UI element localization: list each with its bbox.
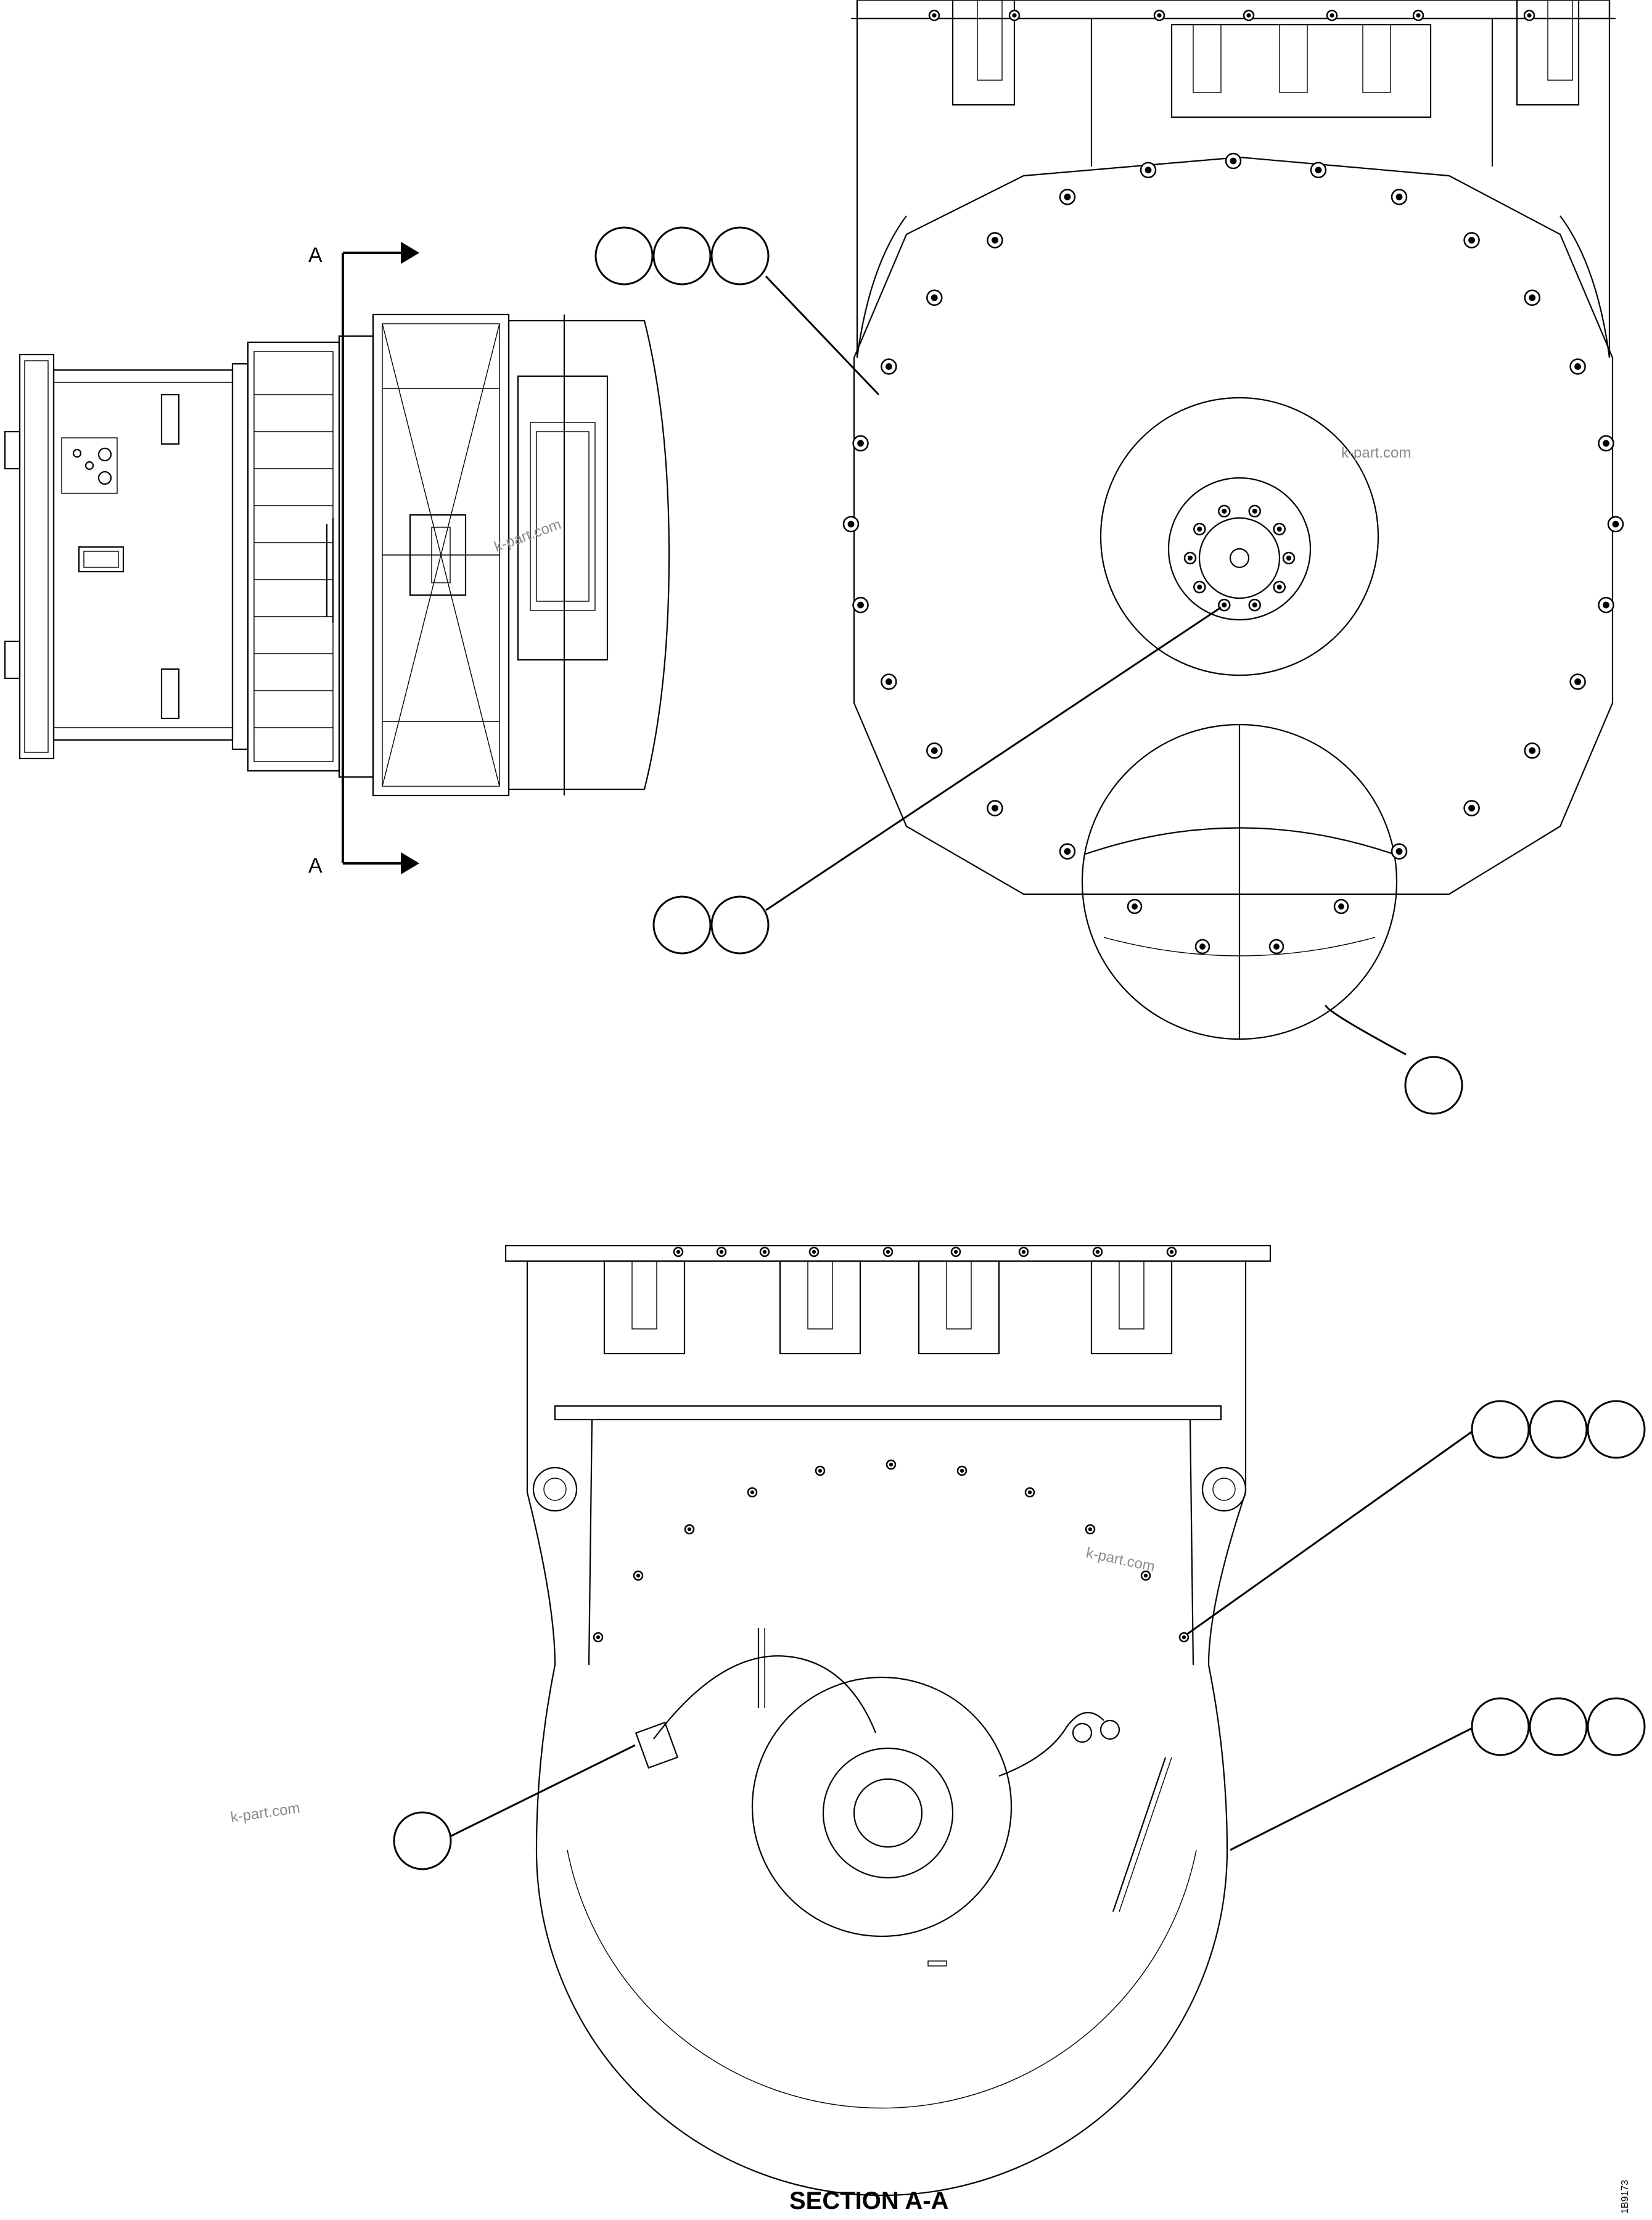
bolt-hole-center bbox=[889, 1462, 894, 1467]
bolt-hole-center bbox=[1273, 944, 1280, 950]
bolt-hole-center bbox=[1603, 601, 1609, 609]
bolt-hole-center bbox=[1529, 294, 1536, 302]
bolt-hole-center bbox=[1027, 1490, 1032, 1495]
bolt-hole-center bbox=[1064, 193, 1071, 200]
bolt-hole-center bbox=[676, 1249, 681, 1254]
bolt-hole-center bbox=[1187, 555, 1193, 561]
bolt-hole-center bbox=[812, 1249, 816, 1254]
callout-balloon bbox=[1404, 1056, 1463, 1115]
bolt-hole-center bbox=[1197, 526, 1202, 532]
callout-balloon bbox=[1529, 1697, 1588, 1756]
bolt-hole-center bbox=[931, 294, 938, 302]
bolt-hole-center bbox=[1286, 555, 1292, 561]
bolt-hole-center bbox=[1468, 237, 1475, 244]
bolt-hole-center bbox=[1132, 903, 1138, 910]
callout-balloon bbox=[1471, 1400, 1530, 1459]
bolt-hole-center bbox=[1143, 1573, 1148, 1578]
front-view bbox=[851, 0, 1616, 1040]
side-view bbox=[4, 313, 670, 797]
bolt-hole-center bbox=[1246, 13, 1251, 18]
bolt-hole-center bbox=[1064, 848, 1071, 855]
bolt-hole-center bbox=[687, 1527, 692, 1532]
bolt-hole-center bbox=[750, 1490, 755, 1495]
bolt-hole-center bbox=[1338, 903, 1344, 910]
bolt-hole-center bbox=[885, 678, 892, 685]
bolt-hole-center bbox=[847, 520, 855, 528]
watermark: k-part.com bbox=[1085, 1544, 1156, 1575]
bolt-hole-center bbox=[1529, 747, 1536, 754]
callout-balloon bbox=[710, 895, 770, 955]
callout-balloon bbox=[594, 226, 654, 286]
callout-balloon bbox=[393, 1811, 452, 1870]
bolt-hole-center bbox=[1527, 13, 1532, 18]
section-line-aa: A A bbox=[308, 242, 419, 878]
bolt-hole-center bbox=[1603, 440, 1609, 447]
bolt-hole-center bbox=[1315, 166, 1322, 174]
bolt-hole-center bbox=[1230, 157, 1237, 165]
bolt-hole-center bbox=[596, 1635, 601, 1640]
bolt-hole-center bbox=[886, 1249, 890, 1254]
bolt-hole-center bbox=[1468, 805, 1475, 812]
bolt-hole-center bbox=[857, 440, 864, 447]
bolt-hole-center bbox=[762, 1249, 767, 1254]
bolt-hole-center bbox=[1395, 848, 1403, 855]
leaders bbox=[450, 275, 1476, 1851]
watermark: k-part.com bbox=[492, 516, 564, 555]
bolt-hole-center bbox=[1095, 1249, 1100, 1254]
bolt-hole-center bbox=[1276, 584, 1282, 590]
bolt-hole-center bbox=[1199, 944, 1206, 950]
callout-balloon bbox=[1587, 1697, 1646, 1756]
bolt-hole-center bbox=[1395, 193, 1403, 200]
callout-balloons bbox=[393, 226, 1646, 1870]
bolt-hole-center bbox=[1181, 1635, 1186, 1640]
bolt-hole-center bbox=[1574, 363, 1582, 370]
bolt-holes bbox=[842, 9, 1624, 955]
bolt-hole-center bbox=[636, 1573, 641, 1578]
bolt-hole-center bbox=[1222, 508, 1227, 514]
bolt-hole-center bbox=[1612, 520, 1619, 528]
callout-balloon bbox=[1471, 1697, 1530, 1756]
bolt-hole-center bbox=[1157, 13, 1162, 18]
section-title: SECTION A-A bbox=[789, 2187, 949, 2214]
callout-balloon bbox=[652, 226, 712, 286]
bolt-hole-center bbox=[1416, 13, 1421, 18]
bolt-hole-center bbox=[818, 1468, 823, 1473]
bolt-hole-center bbox=[992, 805, 998, 812]
bolt-hole-center bbox=[1021, 1249, 1026, 1254]
bolt-hole-center bbox=[1574, 678, 1582, 685]
bolt-hole-center bbox=[885, 363, 892, 370]
bolt-hole-center bbox=[931, 747, 938, 754]
bolt-hole-center bbox=[1329, 13, 1334, 18]
callout-balloon bbox=[1529, 1400, 1588, 1459]
callout-balloon bbox=[710, 226, 770, 286]
section-marker-bottom: A bbox=[308, 854, 323, 878]
bolt-hole-center bbox=[1197, 584, 1202, 590]
section-marker-top: A bbox=[308, 244, 323, 267]
bolt-hole-center bbox=[960, 1468, 964, 1473]
bolt-hole-center bbox=[1252, 602, 1257, 608]
bolt-hole-center bbox=[1088, 1527, 1093, 1532]
drawing-code: 1B9173 bbox=[1620, 2180, 1630, 2214]
bolt-hole-center bbox=[1222, 602, 1227, 608]
watermark: k-part.com bbox=[229, 1799, 301, 1826]
callout-balloon bbox=[1587, 1400, 1646, 1459]
bolt-hole-center bbox=[1144, 166, 1152, 174]
section-bolt-holes bbox=[593, 1246, 1190, 1643]
callout-balloon bbox=[652, 895, 712, 955]
bolt-hole-center bbox=[953, 1249, 958, 1254]
watermark: k-part.com bbox=[1341, 445, 1411, 461]
bolt-hole-center bbox=[1169, 1249, 1174, 1254]
bolt-hole-center bbox=[992, 237, 998, 244]
bolt-hole-center bbox=[719, 1249, 724, 1254]
bolt-hole-center bbox=[857, 601, 864, 609]
section-aa-view bbox=[504, 1244, 1272, 2197]
bolt-hole-center bbox=[1276, 526, 1282, 532]
bolt-hole-center bbox=[1012, 13, 1017, 18]
bolt-hole-center bbox=[1252, 508, 1257, 514]
bolt-hole-center bbox=[932, 13, 937, 18]
